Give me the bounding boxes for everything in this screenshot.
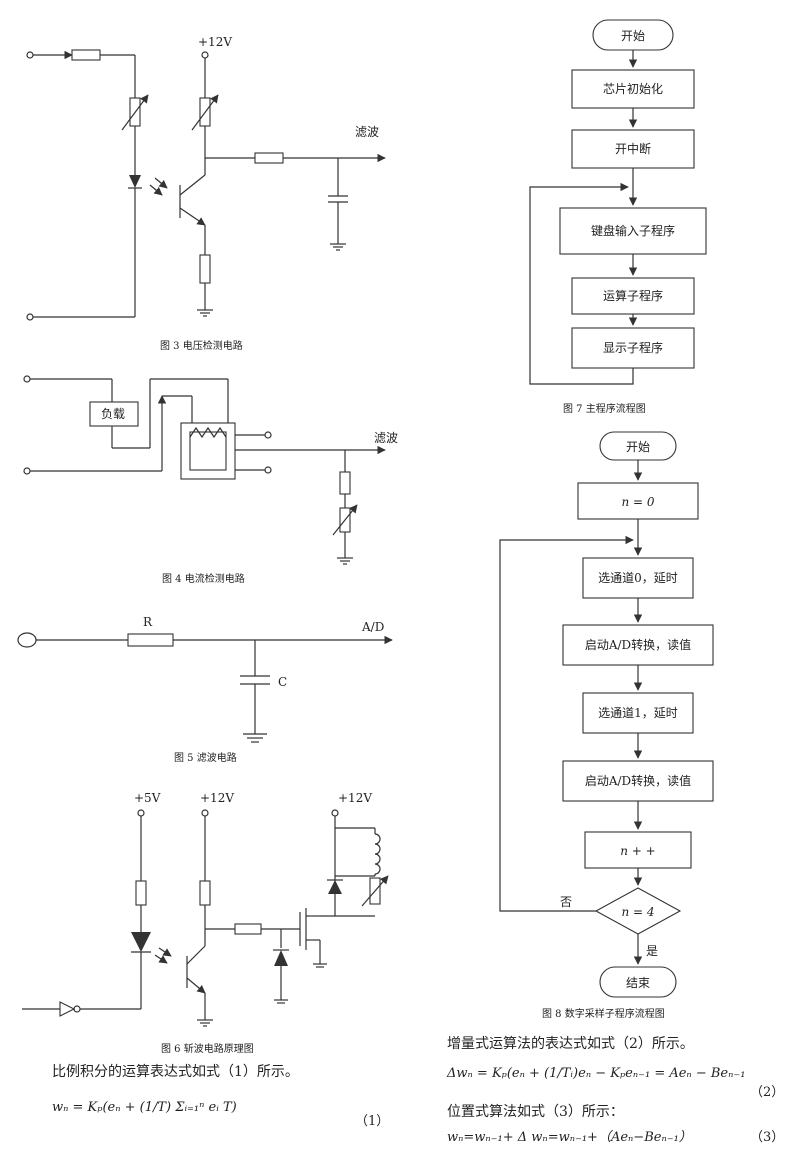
equation-3-number: （3） <box>750 1130 785 1145</box>
fc7-step <box>571 327 695 369</box>
load-box <box>89 401 139 427</box>
fc7-step <box>571 129 695 169</box>
fc7-step-5: 显示子程序 <box>603 340 663 355</box>
zener-diode <box>274 950 288 966</box>
fc8-yes-label: 是 <box>646 944 658 958</box>
fc7-step <box>559 207 707 255</box>
fig6-v12a-label: +12V <box>200 791 234 805</box>
fc8-init-label: n = 0 <box>621 495 654 509</box>
fig5-r-label: R <box>143 615 153 629</box>
fc8-no-loop <box>499 535 634 912</box>
left-intro-text: 比例积分的运算表达式如式（1）所示。 <box>52 1064 299 1080</box>
resistor <box>199 880 211 906</box>
fc8-step-0: 选通道0，延时 <box>598 571 678 585</box>
fc7-step-2: 开中断 <box>615 141 651 156</box>
fc8-start-label: 开始 <box>626 440 650 454</box>
fc7-step <box>571 69 695 109</box>
fc7-loop-arrow <box>529 182 634 385</box>
fc7-step-0: 开始 <box>621 29 645 43</box>
fig6-caption: 图 6 斩波电路原理图 <box>161 1042 254 1055</box>
resistor <box>199 254 211 284</box>
fig3-vcc-label: +12V <box>198 35 232 49</box>
fig4-caption: 图 4 电流检测电路 <box>162 572 245 585</box>
equation-2: Δwₙ = Kₚ(eₙ + (1/Tᵢ)eₙ − Kₚeₙ₋₁ = Aeₙ − … <box>447 1066 746 1081</box>
fig3-caption: 图 3 电压检测电路 <box>160 339 243 352</box>
fc8-init <box>577 482 699 520</box>
fc7-step-1: 芯片初始化 <box>603 82 663 96</box>
fig7-main-flowchart: 开始 芯片初始化 开中断 键盘输入子程序 运算子程序 显示子程序 图 7 主程序… <box>529 19 707 415</box>
resistor-r <box>127 633 174 647</box>
fc8-step-3: 启动A/D转换，读值 <box>585 773 691 788</box>
fc7-step-3: 键盘输入子程序 <box>591 223 675 238</box>
right-intro-text-2: 位置式算法如式（3）所示： <box>447 1104 624 1120</box>
resistor <box>254 152 284 164</box>
fig6-v12b-label: +12V <box>338 791 372 805</box>
equation-1-number: （1） <box>355 1114 390 1129</box>
fig4-output-label: 滤波 <box>374 431 398 445</box>
equation-3: wₙ=wₙ₋₁+ Δ wₙ=wₙ₋₁+（Aeₙ−Beₙ₋₁） <box>447 1130 692 1145</box>
equation-2-number: （2） <box>750 1085 785 1100</box>
fig4-load-label: 负载 <box>101 407 125 421</box>
freewheel-diode <box>328 880 342 894</box>
fc8-step-2: 选通道1，延时 <box>598 706 678 720</box>
fc8-step <box>582 692 694 734</box>
resistor <box>234 923 262 935</box>
fig6-chopper-circuit: +5V +12V <box>22 791 389 1055</box>
fig4-current-detection-circuit: 负载 滤波 图 4 电流检测电路 <box>23 375 398 585</box>
inductor-coil <box>374 833 381 875</box>
fc7-step-4: 运算子程序 <box>603 288 663 303</box>
fc8-incr <box>584 831 692 869</box>
resistor <box>135 880 147 906</box>
equation-1: wₙ = Kₚ(eₙ + (1/T) Σᵢ₌₁ⁿ eᵢ T) <box>52 1100 237 1115</box>
resistor <box>71 49 101 61</box>
right-intro-text: 增量式运算法的表达式如式（2）所示。 <box>447 1036 694 1052</box>
fc8-end-label: 结束 <box>626 976 650 990</box>
fc8-step <box>582 557 694 599</box>
fig8-caption: 图 8 数字采样子程序流程图 <box>542 1007 665 1020</box>
fc8-step <box>562 624 714 666</box>
fc7-step <box>571 277 695 315</box>
fc8-no-label: 否 <box>560 895 572 909</box>
fc8-step-1: 启动A/D转换，读值 <box>585 637 691 652</box>
fig6-v5-label: +5V <box>134 791 161 805</box>
fig5-output-label: A/D <box>361 620 384 634</box>
led-diode <box>131 932 151 952</box>
fig3-output-label: 滤波 <box>355 125 379 139</box>
fig5-filter-circuit: R A/D C 图 5 滤波电路 <box>17 615 393 764</box>
fig5-caption: 图 5 滤波电路 <box>174 751 237 764</box>
fc8-incr-label: n + + <box>620 844 655 858</box>
inverter-gate <box>59 1001 76 1017</box>
fig8-sampling-flowchart: 开始 n = 0 选通道0，延时 启动A/D转换，读值 选通道1，延时 启动A/… <box>499 431 714 1020</box>
fc8-step <box>562 760 714 802</box>
fc8-decision-label: n = 4 <box>621 905 654 919</box>
resistor <box>339 471 351 495</box>
led-diode <box>129 175 141 188</box>
fc8-end <box>599 966 677 998</box>
fig5-c-label: C <box>278 675 287 689</box>
fig7-caption: 图 7 主程序流程图 <box>563 402 646 415</box>
fig3-voltage-detection-circuit: +12V 滤波 图 3 电压检测电路 <box>26 35 386 352</box>
